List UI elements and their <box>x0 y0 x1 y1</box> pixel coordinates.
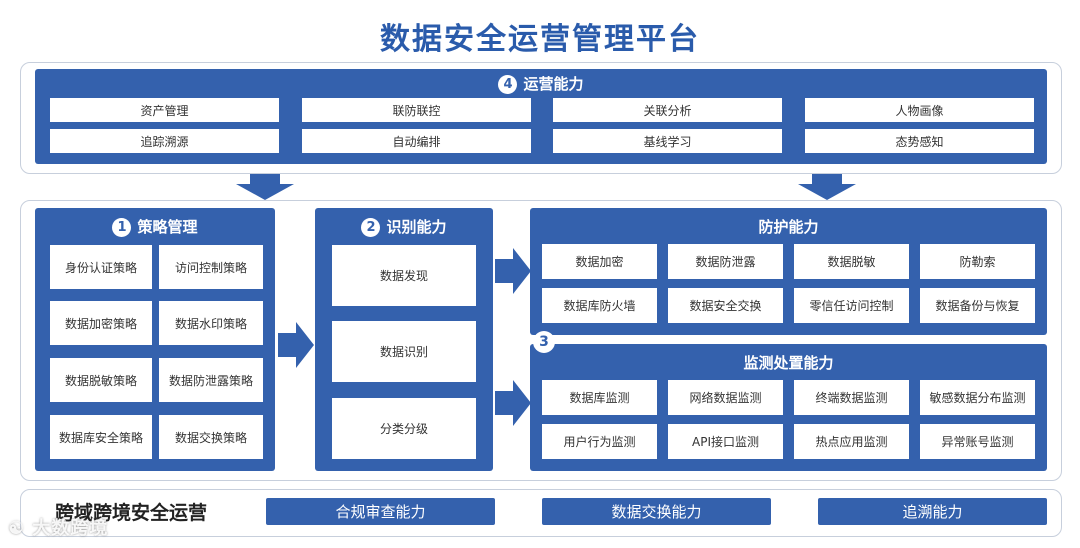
strategy-item: 数据加密策略 <box>50 301 152 345</box>
bottom-title: 跨域跨境安全运营 <box>55 502 208 524</box>
page-title: 数据安全运营管理平台 <box>380 22 700 57</box>
right-arrow-icon <box>278 322 314 368</box>
step-3-badge: 3 <box>533 331 555 353</box>
ops-item: 追踪溯源 <box>50 129 279 153</box>
strategy-panel: 1 策略管理 身份认证策略 访问控制策略 数据加密策略 数据水印策略 数据脱敏策略… <box>35 208 275 471</box>
right-arrow-icon <box>495 248 531 294</box>
monitor-item: 热点应用监测 <box>794 424 909 459</box>
protect-item: 数据防泄露 <box>668 244 783 279</box>
strategy-item: 数据脱敏策略 <box>50 358 152 402</box>
protect-item: 数据安全交换 <box>668 288 783 323</box>
ops-item: 资产管理 <box>50 98 279 122</box>
monitor-item: 异常账号监测 <box>920 424 1035 459</box>
monitor-item: 数据库监测 <box>542 380 657 415</box>
ops-item: 态势感知 <box>805 129 1034 153</box>
strategy-item: 数据交换策略 <box>159 415 263 459</box>
protect-item: 数据库防火墙 <box>542 288 657 323</box>
capability-compliance: 合规审查能力 <box>266 498 495 525</box>
strategy-title: 策略管理 <box>137 218 198 236</box>
right-arrow-icon <box>495 380 531 426</box>
protect-item: 防勒索 <box>920 244 1035 279</box>
protect-item: 数据加密 <box>542 244 657 279</box>
step-1-badge: 1 <box>112 218 132 237</box>
watermark-logo: ☯ 大数跨境 <box>8 518 109 539</box>
step-4-badge: 4 <box>498 75 518 94</box>
ops-title: 运营能力 <box>523 75 584 93</box>
ops-panel: 4 运营能力 资产管理 联防联控 关联分析 人物画像 追踪溯源 自动编排 基线学习… <box>35 69 1047 164</box>
watermark-text: 大数跨境 <box>32 518 109 539</box>
monitor-item: 用户行为监测 <box>542 424 657 459</box>
monitor-item: 敏感数据分布监测 <box>920 380 1035 415</box>
step-2-badge: 2 <box>361 218 381 237</box>
strategy-item: 数据水印策略 <box>159 301 263 345</box>
strategy-item: 数据库安全策略 <box>50 415 152 459</box>
protect-item: 数据备份与恢复 <box>920 288 1035 323</box>
identify-item: 数据发现 <box>332 245 476 306</box>
down-arrow-icon <box>798 174 856 200</box>
ops-item: 自动编排 <box>302 129 531 153</box>
monitor-item: 终端数据监测 <box>794 380 909 415</box>
protect-item: 数据脱敏 <box>794 244 909 279</box>
ops-item: 关联分析 <box>553 98 782 122</box>
capability-exchange: 数据交换能力 <box>542 498 771 525</box>
strategy-item: 身份认证策略 <box>50 245 152 289</box>
protect-title: 防护能力 <box>758 218 819 236</box>
protect-panel: 防护能力 数据加密 数据防泄露 数据脱敏 防勒索 数据库防火墙 数据安全交换 零… <box>530 208 1047 335</box>
identify-title: 识别能力 <box>386 218 447 236</box>
monitor-title: 监测处置能力 <box>743 354 834 372</box>
ops-item: 人物画像 <box>805 98 1034 122</box>
protect-item: 零信任访问控制 <box>794 288 909 323</box>
ops-item: 基线学习 <box>553 129 782 153</box>
identify-panel: 2 识别能力 数据发现 数据识别 分类分级 <box>315 208 493 471</box>
strategy-item: 数据防泄露策略 <box>159 358 263 402</box>
capability-trace: 追溯能力 <box>818 498 1047 525</box>
strategy-item: 访问控制策略 <box>159 245 263 289</box>
identify-item: 分类分级 <box>332 398 476 459</box>
ops-item: 联防联控 <box>302 98 531 122</box>
identify-item: 数据识别 <box>332 321 476 382</box>
monitor-panel: 监测处置能力 数据库监测 网络数据监测 终端数据监测 敏感数据分布监测 用户行为… <box>530 344 1047 471</box>
monitor-item: API接口监测 <box>668 424 783 459</box>
monitor-item: 网络数据监测 <box>668 380 783 415</box>
down-arrow-icon <box>236 174 294 200</box>
